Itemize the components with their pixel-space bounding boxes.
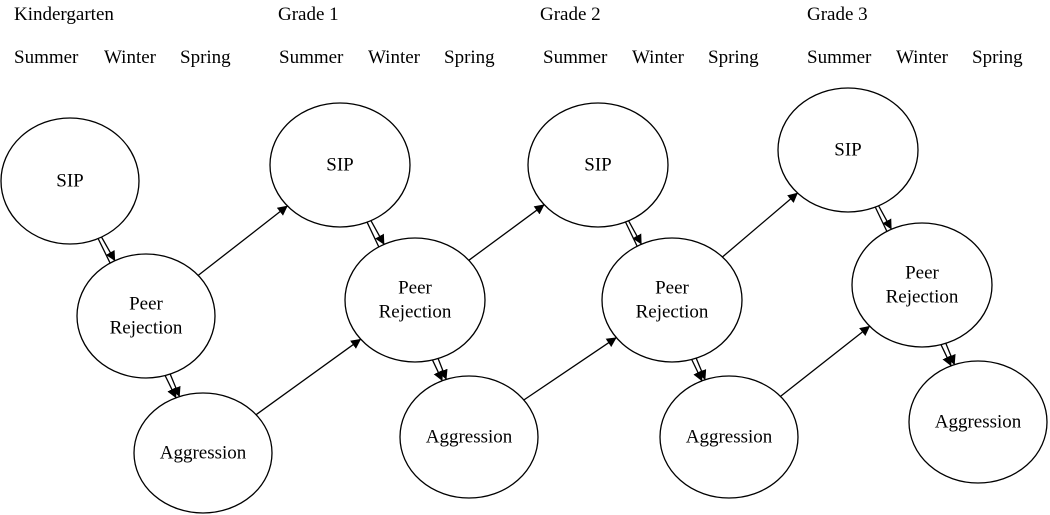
- node-agg-3: Aggression: [908, 360, 1048, 484]
- node-ellipse: [269, 102, 411, 228]
- node-ellipse: [851, 222, 993, 348]
- node-ellipse: [133, 392, 273, 514]
- node-ellipse: [601, 237, 743, 363]
- arrow-sip-k-to-peer-k: [100, 236, 116, 262]
- node-ellipse: [344, 237, 486, 363]
- grade-header-grade-3: Grade 3: [807, 4, 868, 25]
- node-label: Rejection: [636, 302, 709, 323]
- node-sip-2: SIP: [527, 102, 669, 228]
- node-label: Rejection: [379, 302, 452, 323]
- arrow-agg-1-to-peer-2: [523, 337, 617, 401]
- node-ellipse: [399, 375, 539, 499]
- node-label: Aggression: [935, 412, 1022, 433]
- node-ellipse: [777, 87, 919, 213]
- node-label: SIP: [326, 155, 353, 176]
- grade-header-grade-1: Grade 1: [278, 4, 339, 25]
- node-label: Peer: [905, 263, 939, 284]
- arrow-sip-3-to-peer-3: [878, 205, 892, 230]
- season-winter: Winter: [632, 47, 684, 68]
- arrow-peer-2-to-agg-2: [695, 357, 707, 381]
- node-label: Rejection: [110, 318, 183, 339]
- node-ellipse: [0, 117, 140, 245]
- node-label: Peer: [398, 278, 432, 299]
- node-label: Peer: [655, 278, 689, 299]
- edges: [97, 192, 956, 416]
- arrow-agg-2-to-peer-3: [780, 325, 871, 397]
- node-sip-k: SIP: [0, 117, 140, 245]
- arrow-sip-2-to-peer-2: [628, 220, 642, 245]
- arrow-peer-3-to-agg-3: [945, 343, 956, 366]
- arrow-peer-1-to-agg-1: [437, 358, 448, 380]
- season-spring: Spring: [708, 47, 759, 68]
- node-agg-k: Aggression: [133, 392, 273, 514]
- node-ellipse: [908, 360, 1048, 484]
- season-summer: Summer: [14, 47, 79, 68]
- node-agg-1: Aggression: [399, 375, 539, 499]
- node-label: Rejection: [886, 287, 959, 308]
- node-label: SIP: [56, 171, 83, 192]
- season-summer: Summer: [279, 47, 344, 68]
- arrow-sip-1-to-peer-1: [370, 220, 385, 245]
- arrow-peer-2-to-sip-3: [721, 192, 799, 258]
- season-winter: Winter: [104, 47, 156, 68]
- arrow-peer-k-to-agg-k: [169, 373, 181, 398]
- node-ellipse: [76, 253, 216, 379]
- season-spring: Spring: [444, 47, 495, 68]
- node-label: Aggression: [160, 443, 247, 464]
- season-winter: Winter: [368, 47, 420, 68]
- arrow-peer-1-to-sip-2: [468, 204, 545, 261]
- node-label: SIP: [834, 140, 861, 161]
- season-spring: Spring: [180, 47, 231, 68]
- node-label: SIP: [584, 155, 611, 176]
- node-label: Aggression: [686, 427, 773, 448]
- node-agg-2: Aggression: [659, 375, 799, 499]
- node-ellipse: [527, 102, 669, 228]
- grade-header-grade-2: Grade 2: [540, 4, 601, 25]
- node-label: Peer: [129, 294, 163, 315]
- arrow-agg-k-to-peer-1: [255, 338, 362, 416]
- season-spring: Spring: [972, 47, 1023, 68]
- season-summer: Summer: [807, 47, 872, 68]
- grade-header-kindergarten: Kindergarten: [14, 4, 114, 25]
- arrow-peer-k-to-sip-1: [197, 205, 288, 276]
- nodes: SIPPeerRejectionAggressionSIPPeerRejecti…: [0, 87, 1048, 514]
- node-sip-3: SIP: [777, 87, 919, 213]
- node-sip-1: SIP: [269, 102, 411, 228]
- node-ellipse: [659, 375, 799, 499]
- season-winter: Winter: [896, 47, 948, 68]
- season-summer: Summer: [543, 47, 608, 68]
- node-label: Aggression: [426, 427, 513, 448]
